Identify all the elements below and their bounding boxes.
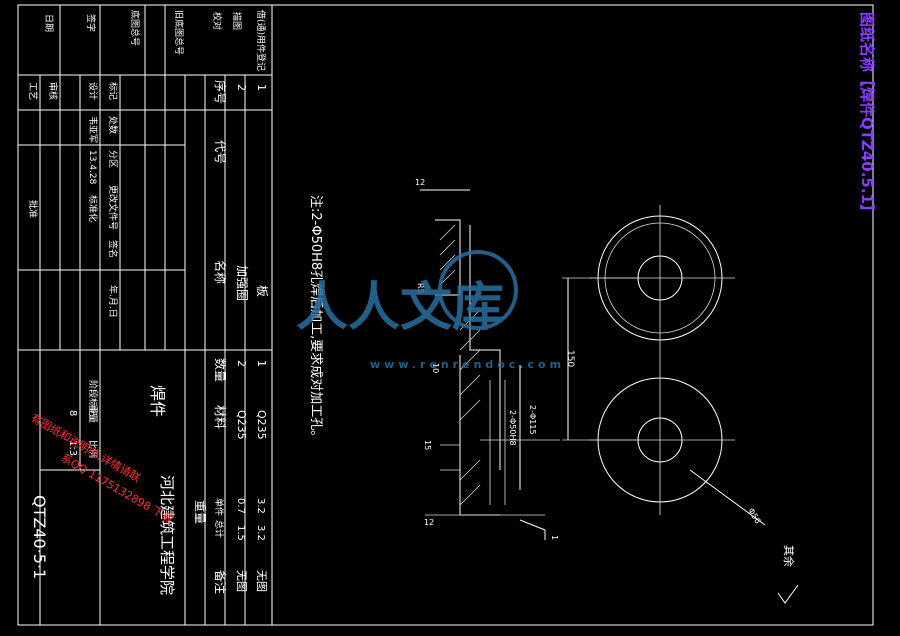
label-date: 日期 — [43, 14, 54, 32]
header-labels: 借(通)用件登记 描图 校对 旧底图总号 底图总号 签字 日期 — [43, 10, 267, 71]
col-change-doc: 更改文件号 — [107, 185, 119, 230]
label-mark: 标记 — [107, 82, 119, 100]
bom-row2-no: 2 — [235, 84, 248, 91]
dim-phi50: 2-Φ50H8 — [508, 410, 517, 446]
dim-1: 1 — [550, 535, 559, 540]
bom-header-total: 总计 — [213, 520, 225, 538]
bom-row2-remark: 无图 — [235, 570, 248, 592]
weight-value: 8 — [67, 410, 78, 416]
label-standardize: 标准化 — [87, 195, 99, 222]
label-design: 设计 — [87, 82, 99, 100]
dim-r5: R5 — [416, 283, 425, 294]
hatch — [439, 224, 481, 506]
dim-15: 15 — [423, 440, 432, 450]
rest-roughness: 其余 — [782, 545, 796, 567]
drawing-title-vertical: 图纸名称【焊件QTZ40.5.1】 — [858, 12, 876, 219]
leader-phi56 — [689, 469, 766, 526]
design-date: 13.4.28 — [87, 150, 97, 185]
bom-row1-name: 板 — [255, 285, 269, 297]
col-ymd: 年.月.日 — [107, 285, 119, 318]
bom-header-remark: 备注 — [213, 570, 228, 594]
label-base-no: 底图总号 — [129, 10, 141, 46]
watermark-url: www.renrendoc.com — [370, 358, 565, 371]
bom-row2-name: 加强圈 — [235, 265, 249, 301]
bom-row1-material: Q235 — [255, 410, 268, 440]
drawing-note: 注:2-Φ50H8孔焊后加工,要求成对加工孔。 — [308, 195, 324, 443]
red-watermark: 有图纸和说明书,详情请联 系QQ 1175132898 下载 — [29, 410, 176, 526]
bom-row2-qty: 2 — [235, 360, 248, 367]
bom-row1-no: 1 — [255, 84, 268, 91]
dim-phi56: Φ56 — [746, 507, 762, 526]
watermark: 人人文库 www.renrendoc.com — [296, 250, 565, 371]
label-approve: 批准 — [27, 200, 39, 218]
part-name: 焊件 — [148, 385, 167, 417]
col-signature: 签名 — [107, 240, 119, 258]
bom-header-no: 序号 — [213, 80, 228, 104]
bom-row2-unit-w: 0.7 — [235, 498, 246, 514]
col-count: 处数 — [107, 116, 119, 134]
label-scale: 比例 — [87, 440, 99, 458]
dim-10: 10 — [431, 363, 440, 373]
label-sign: 签字 — [85, 14, 97, 32]
dim-150: 150 — [565, 350, 575, 367]
sheet-frame — [17, 4, 874, 626]
school-name: 河北建筑工程学院 — [158, 475, 176, 595]
designer-name: 韦亚军 — [87, 116, 98, 143]
title-block — [18, 5, 272, 625]
watermark-logo-text: 人人文库 — [296, 278, 504, 338]
sign-block: 标记 设计 审核 工艺 处数 分区 更改文件号 签名 年.月.日 韦亚军 13.… — [27, 82, 119, 318]
bom-row1-remark: 无图 — [255, 570, 268, 592]
col-zone: 分区 — [107, 150, 118, 168]
label-check: 校对 — [211, 12, 223, 30]
dim-phi115: 2-Φ115 — [528, 405, 537, 435]
dim-12-bottom: 12 — [424, 518, 434, 527]
bom-header-material: 材料 — [213, 405, 227, 429]
label-review: 审核 — [47, 82, 59, 100]
bom-header-qty: 数量 — [213, 358, 228, 382]
part-drawing: 12 R5 10 15 150 2-Φ115 2-Φ50H8 Φ56 12 1 … — [415, 178, 799, 604]
watermark-logo-icon — [438, 250, 518, 330]
title-info: 阶段标记 重量 比例 8 1:3 焊件 QTZ40·5·1 河北建筑工程学院 — [30, 380, 176, 595]
label-tracing: 描图 — [231, 12, 243, 30]
bom-header-unit: 单件 — [213, 498, 225, 516]
label-weight: 重量 — [87, 405, 99, 423]
bom-row2-material: Q235 — [235, 410, 248, 440]
bom-header-code: 代号 — [213, 140, 227, 164]
roughness-symbol — [777, 584, 799, 604]
bom-row1-qty: 1 — [255, 360, 268, 367]
label-stage: 阶段标记 — [87, 380, 99, 416]
bom-header-weight: 重量 — [193, 500, 207, 524]
bom-row1-total-w: 3.2 — [255, 525, 266, 541]
bom-row1-unit-w: 3.2 — [255, 498, 266, 514]
label-process: 工艺 — [27, 82, 38, 100]
dim-12: 12 — [415, 178, 425, 187]
bom-table: 序号 代号 名称 数量 材料 单件 总计 重量 备注 1 板 1 Q235 3.… — [193, 80, 269, 594]
label-old-base-no: 旧底图总号 — [173, 10, 185, 55]
drawing-number: QTZ40·5·1 — [30, 495, 49, 579]
label-borrow-register: 借(通)用件登记 — [255, 10, 267, 71]
scale-value: 1:3 — [67, 440, 78, 456]
bom-header-name: 名称 — [213, 260, 228, 284]
bom-row2-total-w: 1.5 — [235, 525, 246, 541]
